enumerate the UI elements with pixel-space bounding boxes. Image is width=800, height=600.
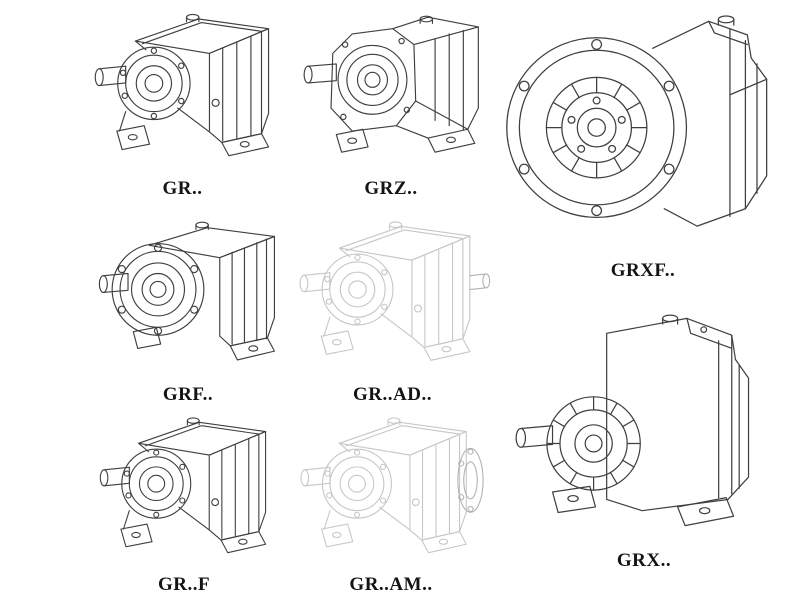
gearbox-figure-grad: GR..AD..	[290, 210, 495, 406]
gearbox-drawing-grxf	[506, 15, 768, 227]
motor-adapter-flange	[457, 447, 484, 513]
input-adapter-stub	[469, 273, 491, 291]
gearbox-figure-grff: GR..F	[80, 408, 288, 596]
gearbox-label-grxf: GRXF..	[610, 260, 676, 281]
gearbox-drawing-gr	[94, 13, 269, 157]
gearbox-drawing-grf	[98, 221, 276, 361]
gearbox-drawing-grad	[299, 221, 491, 361]
gearbox-drawing-gram	[300, 417, 484, 554]
gearbox-figure-grz: GRZ..	[292, 4, 490, 200]
gearbox-drawing-grx	[515, 314, 750, 527]
gearbox-drawing-grz	[303, 15, 479, 153]
gearbox-figure-gram: GR..AM..	[287, 408, 495, 596]
gearbox-figure-grxf: GRXF..	[494, 2, 792, 282]
gearbox-figure-grf: GRF..	[84, 210, 292, 406]
gearbox-figure-grx: GRX..	[494, 296, 794, 572]
gearbox-label-grf: GRF..	[162, 384, 214, 405]
gearbox-label-grad: GR..AD..	[353, 384, 432, 405]
gearbox-drawing-grff	[99, 417, 267, 554]
gearbox-label-gr: GR..	[162, 178, 203, 199]
gearbox-label-grff: GR..F	[157, 574, 211, 595]
gearbox-label-grx: GRX..	[616, 550, 672, 571]
gearbox-label-grz: GRZ..	[364, 178, 418, 199]
gearbox-label-gram: GR..AM..	[349, 574, 433, 595]
gearbox-figure-gr: GR..	[80, 4, 285, 200]
